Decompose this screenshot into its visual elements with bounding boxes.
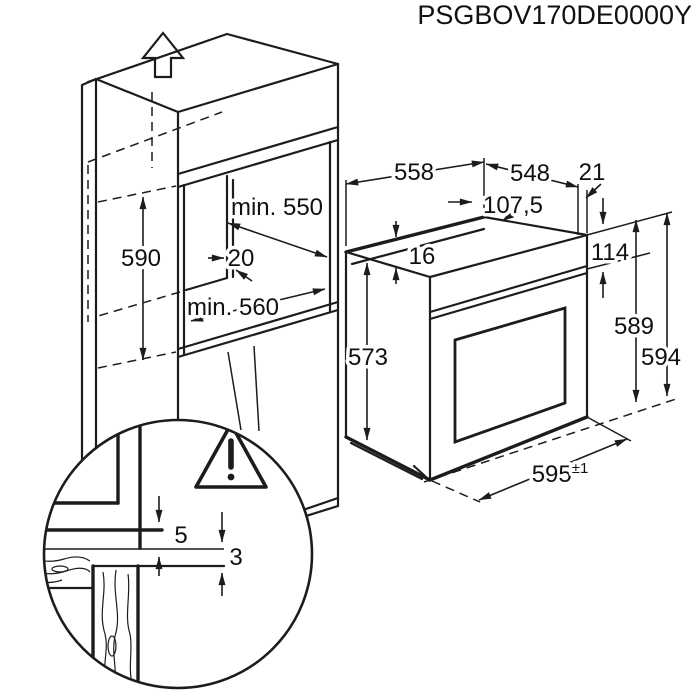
cabinet-dimensions: 590 min. 550 20 min. 560 — [117, 191, 328, 361]
warning-icon — [194, 422, 268, 489]
cabinet-left-panel-top-edge — [94, 77, 180, 114]
top-box-back-top-edge — [86, 32, 229, 84]
niche-top-edge — [176, 138, 340, 189]
dim-label-depth: 558 — [394, 159, 434, 186]
dim-line-595 — [478, 438, 628, 501]
dim-label-rear-gap: 20 — [228, 245, 255, 272]
ext-panel-bottom — [586, 252, 651, 270]
dim-label-front-overhang: 21 — [579, 159, 606, 186]
front-width-value: 595 — [532, 461, 572, 488]
dim-label-upper-gap: 5 — [174, 522, 187, 549]
dim-label-lower-gap: 3 — [229, 544, 242, 571]
oven-top-back-edge — [344, 215, 486, 254]
dim-arrow-1075-corner — [501, 209, 520, 222]
up-arrow-icon — [140, 31, 186, 79]
dim-label-niche-height: 590 — [121, 245, 161, 272]
dim-line-558 — [345, 160, 485, 186]
dim-label-height-594: 594 — [641, 344, 681, 371]
dim-label-top-rim: 16 — [409, 243, 436, 270]
front-width-tolerance: ±1 — [572, 460, 589, 477]
top-box-front-top-edge — [176, 62, 340, 114]
oven-top-rim-line — [350, 227, 486, 266]
control-panel-separator — [428, 264, 589, 314]
dim-label-body-height: 573 — [348, 344, 388, 371]
oven-drawing — [344, 215, 589, 482]
dim-line-548 — [485, 163, 579, 188]
dim-label-panel-height: 114 — [591, 239, 629, 266]
oven-door-window — [453, 306, 567, 444]
dim-line-min560 — [190, 288, 326, 322]
oven-front-face — [428, 233, 589, 482]
callout-wedge — [227, 351, 242, 431]
dim-label-niche-width: min. 560 — [187, 294, 279, 321]
detail-circle-outline — [42, 418, 314, 690]
dim-label-top-offset: 107,5 — [483, 192, 543, 219]
detail-inset: 5 3 — [42, 418, 314, 690]
dim-label-front-width: 595±1 — [532, 460, 589, 488]
dim-arrow-21 — [585, 183, 602, 199]
top-box-right-top-edge — [225, 32, 340, 66]
dim-label-niche-depth: min. 550 — [231, 194, 323, 221]
ext-top-edge — [586, 211, 673, 236]
oven-left-bottom-edge — [344, 435, 432, 482]
dim-arrow-20-right — [235, 269, 253, 282]
cabinet-drawing — [80, 32, 340, 558]
dim-line-min550 — [227, 222, 328, 258]
oven-dimensions: 558 548 21 107,5 16 114 573 589 594 595±… — [344, 156, 685, 503]
dim-label-height-589: 589 — [614, 313, 654, 340]
page-title: PSGBOV170DE0000Y — [417, 0, 692, 30]
dim-label-body-width: 548 — [510, 160, 550, 187]
